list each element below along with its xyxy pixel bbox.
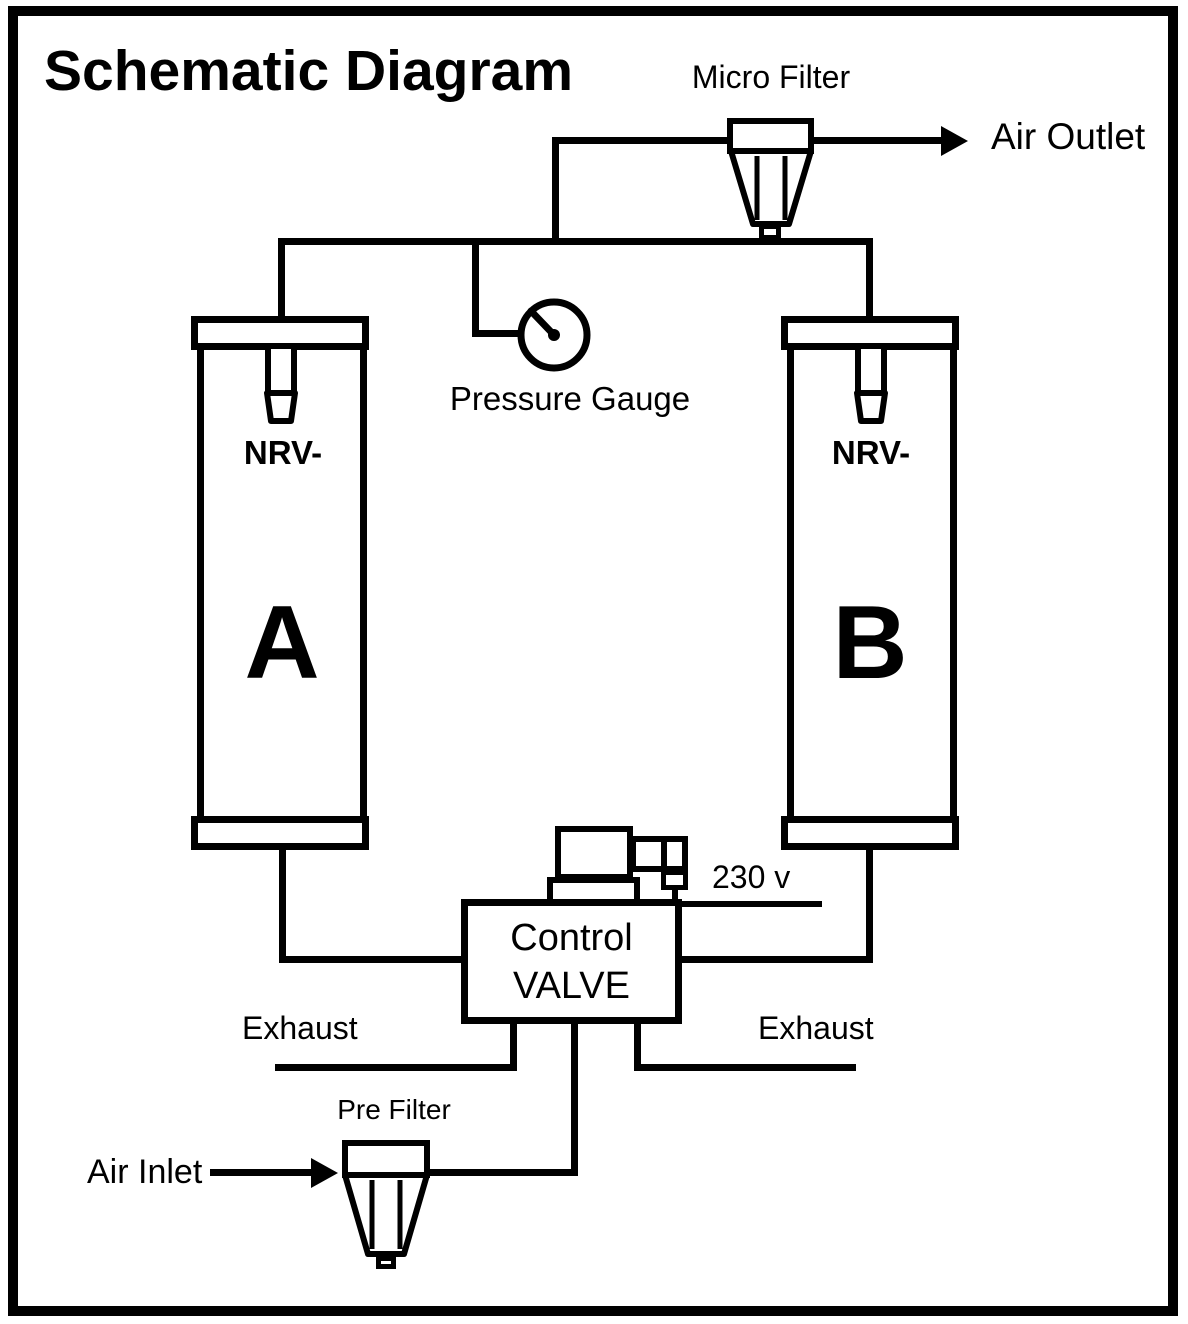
control-valve-label: Control VALVE	[468, 906, 675, 1017]
pre-filter-label: Pre Filter	[337, 1094, 451, 1125]
power-voltage-label: 230 v	[712, 859, 791, 895]
air-inlet-arrowhead	[311, 1158, 338, 1188]
inlet-arrow-shaft	[210, 1169, 311, 1176]
micro-filter-bowl	[728, 148, 814, 227]
tower-a-top-cap	[191, 316, 369, 350]
power-wire-drop	[672, 886, 678, 906]
pressure-gauge-dial	[517, 298, 591, 372]
exhaust-right-stub	[634, 1022, 641, 1071]
valve-right-pipe	[676, 956, 873, 963]
inlet-riser-pipe	[571, 1022, 578, 1176]
tower-a-inlet-pipe	[278, 241, 285, 318]
pre-filter-bowl	[342, 1172, 430, 1257]
exhaust-left-stub	[510, 1022, 517, 1071]
control-valve-label-line1: Control	[510, 916, 633, 959]
air-outlet-arrowhead	[941, 126, 968, 156]
page-title: Schematic Diagram	[44, 39, 574, 103]
tower-b-letter: B	[832, 585, 908, 701]
prefilter-outlet-pipe	[424, 1169, 578, 1176]
solenoid-connector	[630, 836, 688, 872]
micro-filter-label: Micro Filter	[691, 59, 851, 95]
exhaust-right-line	[634, 1064, 856, 1071]
tower-b-top-cap	[781, 316, 959, 350]
outlet-riser-pipe	[552, 137, 559, 245]
tower-b-inlet-pipe	[866, 241, 873, 318]
control-valve-box	[461, 899, 682, 1024]
tower-b-bottom-pipe	[866, 850, 873, 963]
tower-a-letter: A	[244, 585, 320, 701]
gauge-branch-pipe	[472, 330, 527, 337]
exhaust-left-label: Exhaust	[242, 1010, 358, 1046]
outlet-pipe-right	[810, 137, 941, 144]
tower-a-nrv-taper	[264, 390, 298, 424]
solenoid-base	[547, 877, 640, 905]
tower-a-bottom-cap	[191, 816, 369, 850]
air-outlet-label: Air Outlet	[991, 116, 1146, 157]
gauge-drop-pipe	[472, 243, 479, 337]
tower-b-nrv-taper	[854, 390, 888, 424]
tower-b-bottom-cap	[781, 816, 959, 850]
exhaust-left-line	[275, 1064, 517, 1071]
solenoid-connector-divider	[661, 839, 667, 869]
air-inlet-label: Air Inlet	[87, 1153, 203, 1191]
tower-b-nrv-label: NRV-	[831, 434, 911, 471]
tower-a-bottom-pipe	[279, 850, 286, 963]
main-header-pipe	[278, 238, 873, 245]
tower-a-nrv-label: NRV-	[243, 434, 323, 471]
outlet-pipe-left	[552, 137, 734, 144]
exhaust-right-label: Exhaust	[758, 1010, 874, 1046]
pre-filter-nozzle	[376, 1256, 396, 1269]
tower-a-nrv-tube	[265, 349, 297, 396]
valve-left-pipe	[279, 956, 468, 963]
control-valve-label-line2: VALVE	[513, 964, 630, 1007]
power-wire-line	[675, 901, 822, 907]
solenoid-cable-gland	[661, 870, 688, 890]
pressure-gauge-label: Pressure Gauge	[449, 380, 691, 417]
